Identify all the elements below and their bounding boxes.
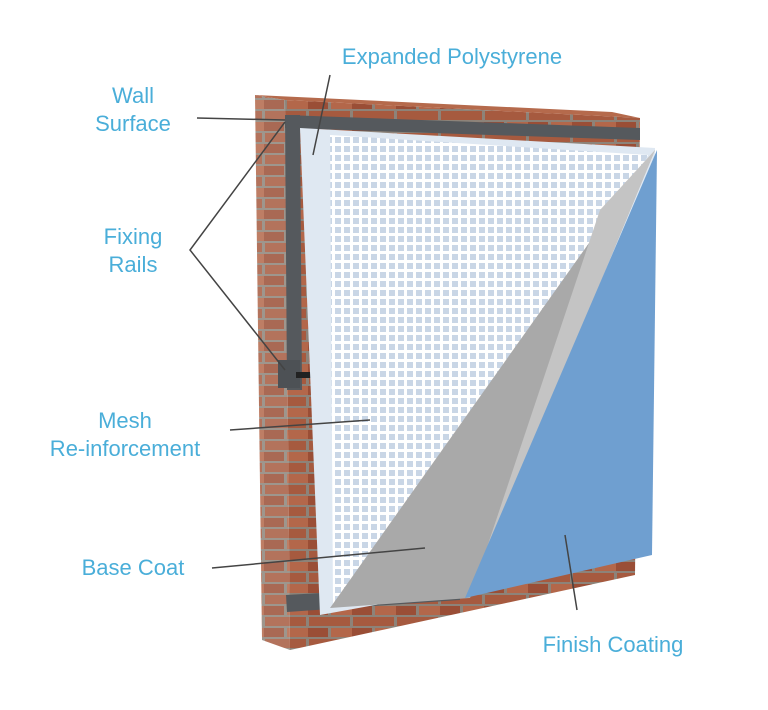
leader-finish-coating	[564, 534, 578, 611]
leader-wall-surface	[196, 117, 286, 121]
label-line: Surface	[95, 111, 171, 136]
label-line: Rails	[108, 252, 158, 277]
label-fixing-rails: Fixing Rails	[104, 223, 163, 279]
leader-base-coat	[211, 547, 426, 569]
leader-fixing-rails	[189, 121, 286, 371]
label-line: Mesh	[98, 408, 152, 433]
label-line: Fixing	[103, 224, 163, 249]
finish-coating-layer	[465, 150, 657, 598]
mesh-reinforcement	[330, 135, 648, 605]
label-finish-coating: Finish Coating	[542, 632, 684, 657]
label-expanded-polystyrene: Expanded Polystyrene	[341, 44, 563, 69]
leader-lines	[189, 74, 578, 611]
label-line: Re-inforcement	[49, 436, 201, 461]
label-mesh-reinforcement: Mesh Re-inforcement	[50, 407, 200, 463]
label-line: Wall	[112, 83, 154, 108]
label-wall-surface: Wall Surface	[95, 82, 171, 138]
leader-expanded-polystyrene	[312, 74, 331, 156]
label-base-coat: Base Coat	[81, 555, 185, 580]
leader-mesh	[229, 419, 371, 431]
